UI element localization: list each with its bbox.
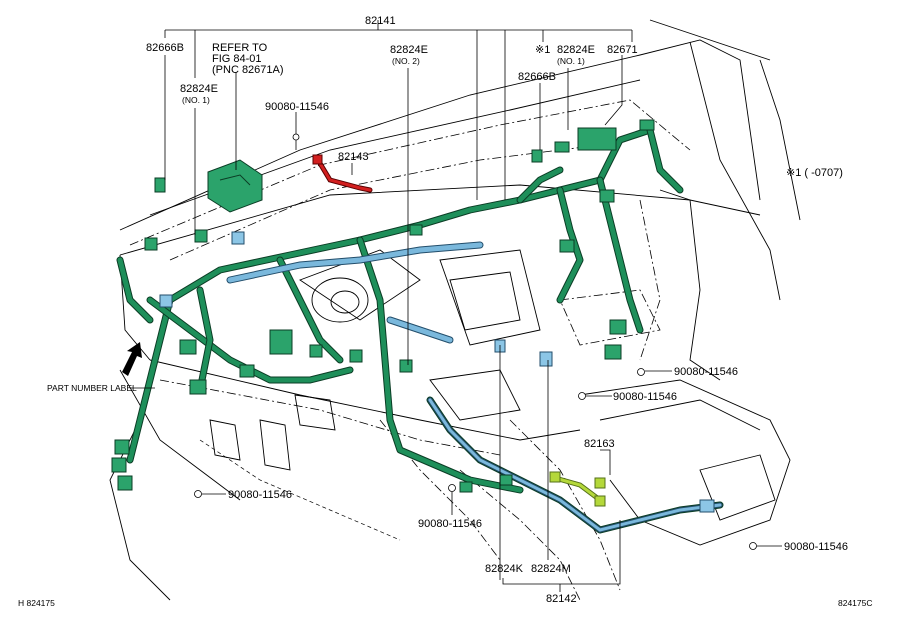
- lower-harness-82142: [426, 396, 724, 534]
- refer-to-line1: REFER TO: [212, 42, 268, 54]
- label-bolt-top: 90080-11546: [265, 101, 329, 113]
- main-harness-82141: [116, 126, 684, 494]
- instrument-panel-outline: [109, 19, 801, 601]
- label-82824e-no1-left: 82824E: [180, 83, 218, 95]
- label-no2: (NO. 2): [392, 56, 420, 66]
- footer-right-code: 824175C: [838, 598, 873, 608]
- label-note: ※1 ( -0707): [786, 167, 843, 179]
- footer-left-code: H 824175: [18, 598, 55, 608]
- label-82143: 82143: [338, 151, 369, 163]
- label-82141: 82141: [365, 15, 396, 27]
- label-82163: 82163: [584, 438, 615, 450]
- label-bolt-right-mid: 90080-11546: [613, 391, 677, 403]
- label-part-number-label: PART NUMBER LABEL: [47, 383, 137, 393]
- cable-82143: [312, 154, 373, 193]
- main-harness-blue-sections: [226, 241, 484, 344]
- refer-to-line3: (PNC 82671A): [212, 64, 284, 76]
- label-82666b-left: 82666B: [146, 42, 184, 54]
- label-no1-right: (NO. 1): [557, 56, 585, 66]
- label-82824m: 82824M: [531, 563, 571, 575]
- label-bolt-right-bottom: 90080-11546: [784, 541, 848, 553]
- bolt-icons: [194, 133, 757, 550]
- refer-to-line2: FIG 84-01: [212, 53, 262, 65]
- label-bolt-right-upper: 90080-11546: [674, 366, 738, 378]
- label-bolt-left-bottom: 90080-11546: [228, 489, 292, 501]
- label-82824k: 82824K: [485, 563, 524, 575]
- label-82824e-no1-right: 82824E: [557, 44, 595, 56]
- part-number-label-arrow: [122, 342, 142, 376]
- label-82824e-no2: 82824E: [390, 44, 428, 56]
- label-82671: 82671: [607, 44, 638, 56]
- sub-harness-82163: [549, 471, 606, 507]
- label-82666b-right: 82666B: [518, 71, 556, 83]
- label-note-mark-top: ※1: [535, 44, 550, 56]
- label-no1-left: (NO. 1): [182, 95, 210, 105]
- leader-lines: [130, 20, 782, 592]
- connectors: [111, 119, 715, 513]
- label-82142: 82142: [546, 593, 577, 605]
- label-bolt-center-bottom: 90080-11546: [418, 518, 482, 530]
- part-labels: 82141 82666B REFER TO FIG 84-01 (PNC 826…: [18, 15, 873, 608]
